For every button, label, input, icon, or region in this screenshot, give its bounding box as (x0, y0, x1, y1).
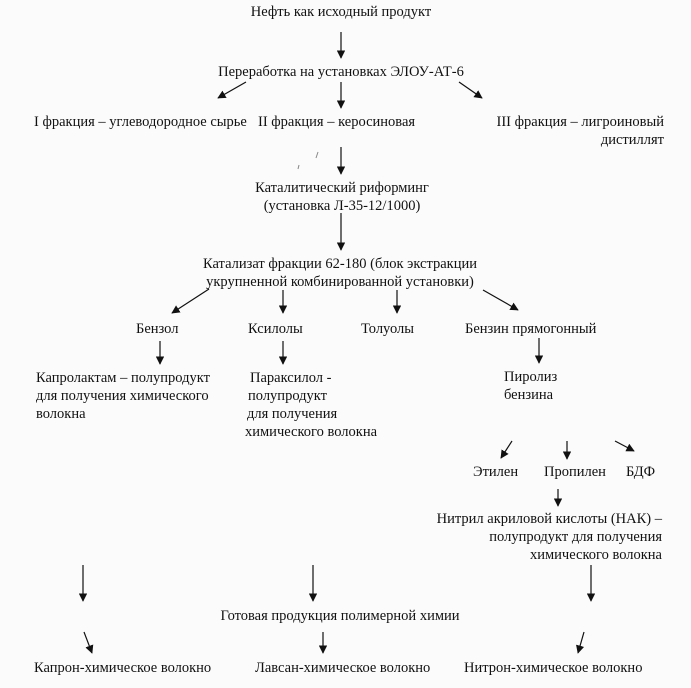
node-lavsan-fiber: Лавсан-химическое волокно (255, 660, 431, 676)
node-straight-run-gasoline: Бензин прямогонный (465, 321, 597, 337)
node-acrylonitrile: Нитрил акриловой кислоты (НАК) – полупро… (436, 511, 662, 563)
node-propylene: Пропилен (544, 464, 606, 480)
node-catalyzate: Катализат фракции 62-180 (блок экстракци… (203, 256, 477, 290)
node-xylenes: Ксилолы (248, 321, 303, 337)
node-fraction-3: III фракция – лигроиновый дистиллят (496, 114, 665, 148)
arrow-processing-to-fraction1 (217, 81, 247, 99)
arrow-processing-to-fraction3 (458, 81, 483, 99)
node-toluenes: Толуолы (361, 321, 414, 337)
node-capron-fiber: Капрон-химическое волокно (34, 660, 212, 676)
node-processing: Переработка на установках ЭЛОУ-АТ-6 (218, 64, 464, 80)
node-ethylene: Этилен (473, 464, 519, 480)
node-bdf: БДФ (626, 464, 656, 480)
node-benzene: Бензол (136, 321, 179, 337)
node-fraction-2: II фракция – керосиновая (258, 114, 416, 130)
arrow-finished-to-capron (83, 631, 94, 654)
arrow-catalyzate-to-gasoline (482, 289, 519, 311)
arrow-pyrolysis-to-ethylene (500, 440, 513, 459)
arrow-catalyzate-to-benzene (171, 288, 210, 314)
node-fraction-1: I фракция – углеводородное сырье (34, 114, 247, 130)
scan-marks (297, 151, 319, 170)
node-caprolactam: Капролактам – полупродукт для получения … (36, 370, 210, 422)
node-pyrolysis: Пиролиз бензина (504, 369, 558, 403)
node-crude-oil: Нефть как исходный продукт (250, 4, 432, 20)
arrow-finished-to-nitron (576, 631, 585, 654)
node-catalytic-reforming: Каталитический риформинг (установка Л-35… (255, 180, 429, 214)
node-finished-polymer-products: Готовая продукция полимерной химии (220, 608, 460, 624)
node-paraxylene: Параксилол - полупродукт для получения х… (245, 370, 378, 440)
node-nitron-fiber: Нитрон-химическое волокно (464, 660, 643, 676)
arrow-pyrolysis-to-bdf (614, 440, 635, 452)
